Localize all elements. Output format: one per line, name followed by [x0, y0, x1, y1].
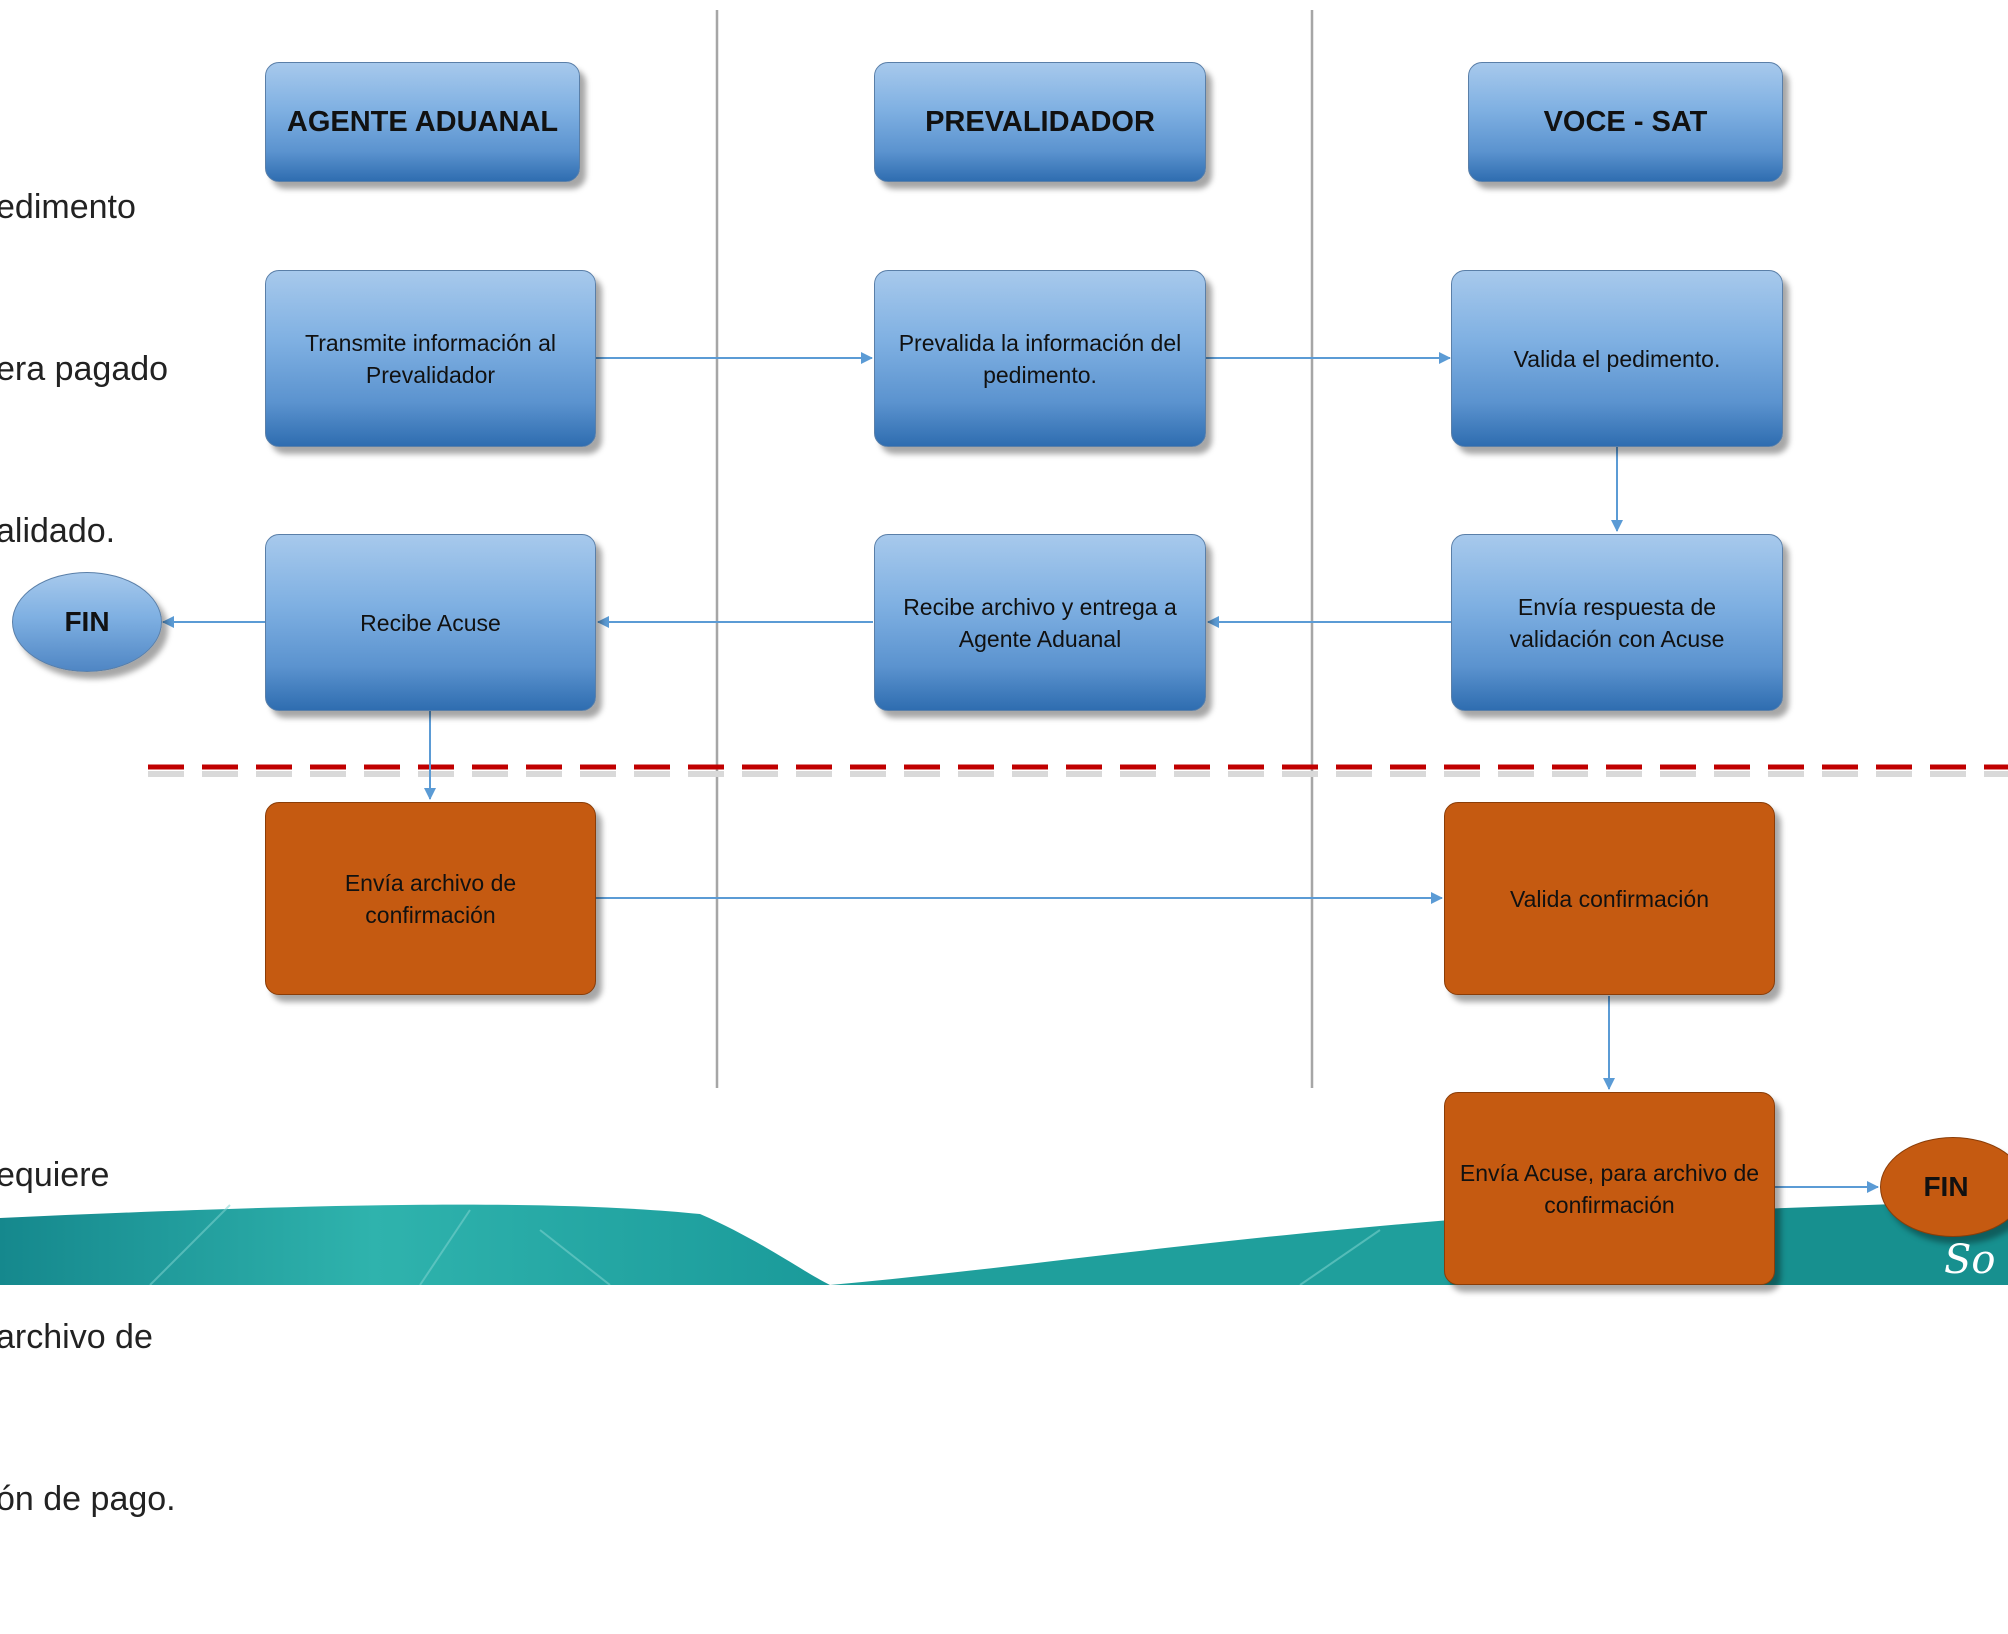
terminal-fin-right-label: FIN — [1923, 1171, 1969, 1202]
step-valida-pedimento: Valida el pedimento. — [1451, 270, 1783, 447]
step-valida-pedimento-label: Valida el pedimento. — [1513, 345, 1721, 372]
terminal-fin-right: FIN — [1880, 1137, 2008, 1237]
lane-header-voce-sat: VOCE - SAT — [1468, 62, 1783, 182]
step-prevalida-informacion: Prevalida la información del pedimento. — [874, 270, 1206, 447]
lane-header-agente-aduanal: AGENTE ADUANAL — [265, 62, 580, 182]
step-valida-confirmacion: Valida confirmación — [1444, 802, 1775, 995]
step-prevalida-informacion-label: Prevalida la información del pedimento. — [898, 329, 1182, 388]
side-text-top-line-3: alidado. — [0, 512, 116, 550]
step-envia-acuse-pago-label: Envía Acuse, para archivo de confirmació… — [1459, 1159, 1760, 1218]
lane-header-prevalidador-label: PREVALIDADOR — [925, 106, 1155, 138]
flowchart-canvas: edimento era pagado alidado. equiere arc… — [0, 10, 2008, 1518]
side-text-bottom-line-2: archivo de — [0, 1318, 153, 1356]
terminal-fin-left-label: FIN — [64, 606, 110, 637]
side-text-bottom-line-3: ón de pago. — [0, 1480, 176, 1518]
step-envia-archivo-confirmacion: Envía archivo de confirmación — [265, 802, 596, 995]
terminal-fin-left: FIN — [12, 572, 162, 672]
step-transmite-informacion-label: Transmite información al Prevalidador — [305, 329, 556, 388]
logo-text: So — [1944, 1237, 1996, 1283]
connectors-layer — [148, 10, 2008, 1193]
step-envia-archivo-confirmacion-label: Envía archivo de confirmación — [344, 869, 517, 928]
step-recibe-acuse: Recibe Acuse — [265, 534, 596, 711]
side-text-top-line-1: edimento — [0, 188, 136, 226]
step-recibe-acuse-label: Recibe Acuse — [360, 609, 501, 636]
lane-header-prevalidador: PREVALIDADOR — [874, 62, 1206, 182]
side-text-bottom-line-1: equiere — [0, 1156, 110, 1194]
lane-header-agente-aduanal-label: AGENTE ADUANAL — [286, 106, 559, 138]
step-recibe-archivo-label: Recibe archivo y entrega a Agente Aduana… — [903, 593, 1177, 652]
step-recibe-archivo: Recibe archivo y entrega a Agente Aduana… — [874, 534, 1206, 711]
step-envia-acuse-pago: Envía Acuse, para archivo de confirmació… — [1444, 1092, 1775, 1285]
step-envia-respuesta-label: Envía respuesta de validación con Acuse — [1509, 593, 1725, 652]
logo: So — [1944, 1236, 2008, 1285]
side-text-top: edimento era pagado alidado. — [0, 72, 168, 666]
lane-header-voce-sat-label: VOCE - SAT — [1543, 106, 1708, 138]
step-envia-respuesta: Envía respuesta de validación con Acuse — [1451, 534, 1783, 711]
step-transmite-informacion: Transmite información al Prevalidador — [265, 270, 596, 447]
step-valida-confirmacion-label: Valida confirmación — [1509, 885, 1709, 912]
side-text-top-line-2: era pagado — [0, 350, 169, 388]
